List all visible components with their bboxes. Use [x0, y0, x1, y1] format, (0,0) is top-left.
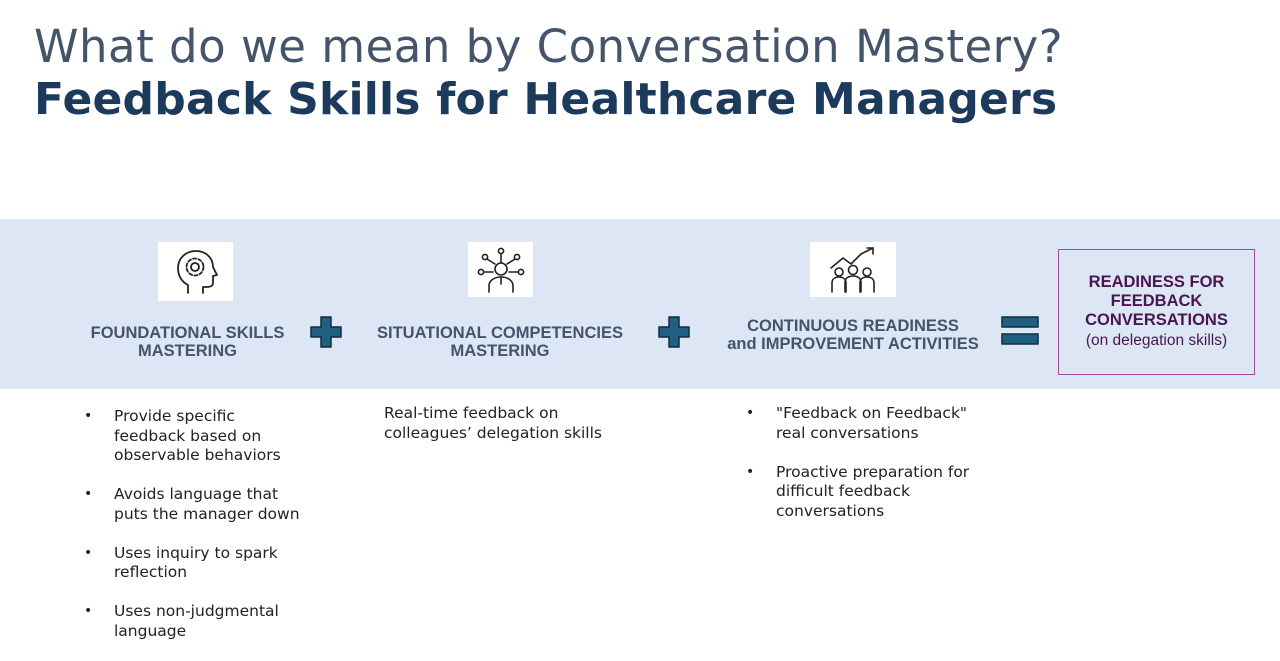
list-item: • Avoids language that puts the manager …: [84, 485, 300, 523]
slide-title: What do we mean by Conversation Mastery?: [34, 20, 1064, 73]
foundational-skills-list: • Provide specific feedback based on obs…: [84, 407, 354, 661]
foundational-skills-heading: FOUNDATIONAL SKILLS MASTERING: [90, 324, 285, 360]
list-item: • "Feedback on Feedback" real conversati…: [746, 404, 968, 442]
plus-icon: [658, 316, 690, 348]
person-network-icon: [468, 242, 533, 297]
plus-icon: [310, 316, 342, 348]
readiness-result-box: READINESS FOR FEEDBACK CONVERSATIONS (on…: [1058, 249, 1255, 375]
head-gear-icon: [158, 242, 233, 301]
list-item: • Uses non-judgmental language: [84, 602, 279, 640]
list-item: • Proactive preparation for difficult fe…: [746, 462, 970, 520]
continuous-readiness-heading: CONTINUOUS READINESS and IMPROVEMENT ACT…: [727, 317, 979, 353]
team-growth-icon: [810, 242, 896, 297]
situational-competencies-heading: SITUATIONAL COMPETENCIES MASTERING: [377, 324, 623, 360]
continuous-readiness-list: • "Feedback on Feedback" real conversati…: [746, 404, 1026, 541]
slide-subtitle: Feedback Skills for Healthcare Managers: [34, 74, 1058, 125]
equals-icon: [1001, 316, 1039, 345]
situational-competencies-text: Real-time feedback on colleagues’ delega…: [384, 404, 602, 442]
list-item: • Provide specific feedback based on obs…: [84, 407, 281, 464]
list-item: • Uses inquiry to spark reflection: [84, 543, 278, 582]
